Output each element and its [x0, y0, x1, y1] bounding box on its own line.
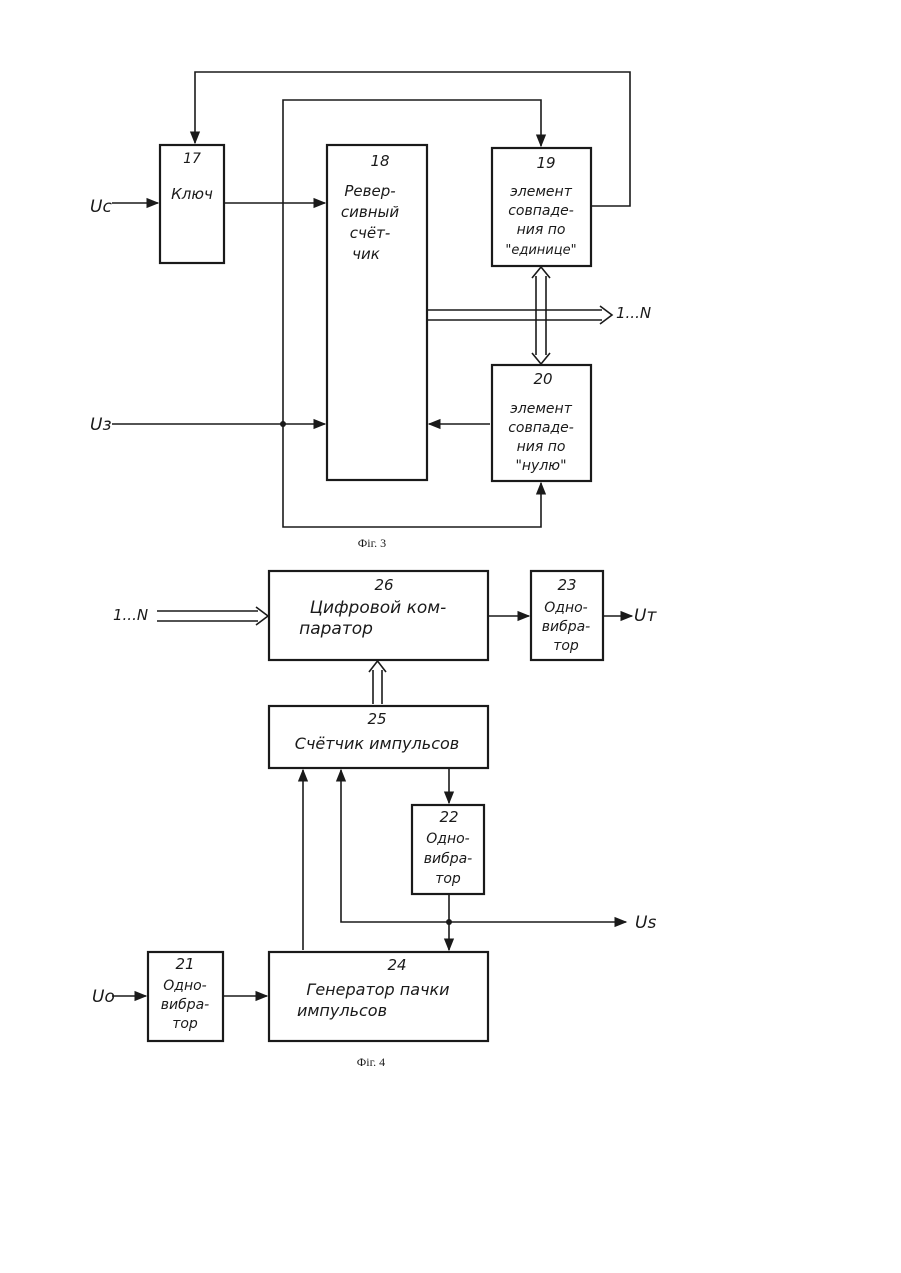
output-bus-label: 1...N — [616, 304, 651, 322]
signal-uo-label: Uo — [92, 987, 115, 1007]
block-23-label-line3: тор — [553, 638, 579, 654]
fig-3-caption: Фіг. 3 — [358, 536, 386, 550]
signal-uc-label: Uc — [90, 197, 112, 217]
block-19-label-line1: элемент — [510, 184, 573, 200]
block-24-label-line1: Генератор пачки — [306, 980, 449, 999]
block-19-label-line3: ния по — [517, 222, 566, 238]
signal-us-label: Us — [635, 913, 656, 933]
bus-out-arrowhead — [600, 306, 612, 324]
bus-in-arrowhead — [256, 607, 268, 625]
block-20-label-line3: ния по — [517, 439, 566, 455]
block-21-number: 21 — [175, 955, 194, 973]
block-23-number: 23 — [557, 576, 576, 594]
block-20-number: 20 — [533, 370, 552, 388]
block-25-label: Счётчик импульсов — [295, 734, 459, 753]
block-20-label-line2: совпаде- — [508, 420, 574, 436]
junction-uz — [280, 421, 286, 427]
block-18-number: 18 — [370, 152, 389, 170]
block-22-label-line1: Одно- — [426, 831, 469, 847]
block-24-label-line2: импульсов — [297, 1001, 387, 1020]
block-22-label-line3: тор — [435, 871, 461, 887]
fig-4-caption: Фіг. 4 — [357, 1055, 385, 1069]
line-uz-to-20 — [283, 483, 541, 527]
block-19-label-line2: совпаде- — [508, 203, 574, 219]
block-21-label-line2: вибра- — [161, 997, 210, 1013]
block-22-label-line2: вибра- — [424, 851, 473, 867]
block-23-label-line2: вибра- — [542, 619, 591, 635]
figure-4: 26 Цифровой ком- паратор 23 Одно- вибра-… — [92, 571, 657, 1069]
bus-25-26-arrowhead — [369, 661, 386, 672]
signal-uz-label: Uз — [90, 415, 111, 435]
block-23-label-line1: Одно- — [544, 600, 587, 616]
block-18-label-line3: счёт- — [350, 224, 391, 242]
block-21-label-line1: Одно- — [163, 978, 206, 994]
bus-down-arrowhead — [532, 353, 550, 364]
block-20-label-line1: элемент — [510, 401, 573, 417]
block-24-number: 24 — [387, 956, 406, 974]
block-19-label-line4: "единице" — [505, 243, 576, 258]
input-bus-label: 1...N — [113, 606, 148, 624]
block-26-number: 26 — [374, 576, 393, 594]
block-22-number: 22 — [439, 808, 458, 826]
block-25-number: 25 — [367, 710, 386, 728]
block-26-label-line1: Цифровой ком- — [310, 598, 446, 618]
block-19-number: 19 — [536, 154, 555, 172]
block-17-label: Ключ — [171, 185, 213, 203]
bus-up-arrowhead — [532, 267, 550, 278]
block-17-number: 17 — [183, 151, 201, 167]
block-21-label-line3: тор — [172, 1016, 198, 1032]
block-18-label-line4: чик — [352, 245, 380, 263]
figure-3: 17 Ключ 18 Ревер- сивный счёт- чик 19 эл… — [90, 72, 651, 550]
block-20-label-line4: "нулю" — [515, 458, 566, 474]
block-26-label-line2: паратор — [299, 619, 373, 639]
signal-ut-label: Uт — [634, 606, 657, 626]
block-18-label-line2: сивный — [341, 203, 399, 221]
block-18-label-line1: Ревер- — [344, 182, 395, 200]
